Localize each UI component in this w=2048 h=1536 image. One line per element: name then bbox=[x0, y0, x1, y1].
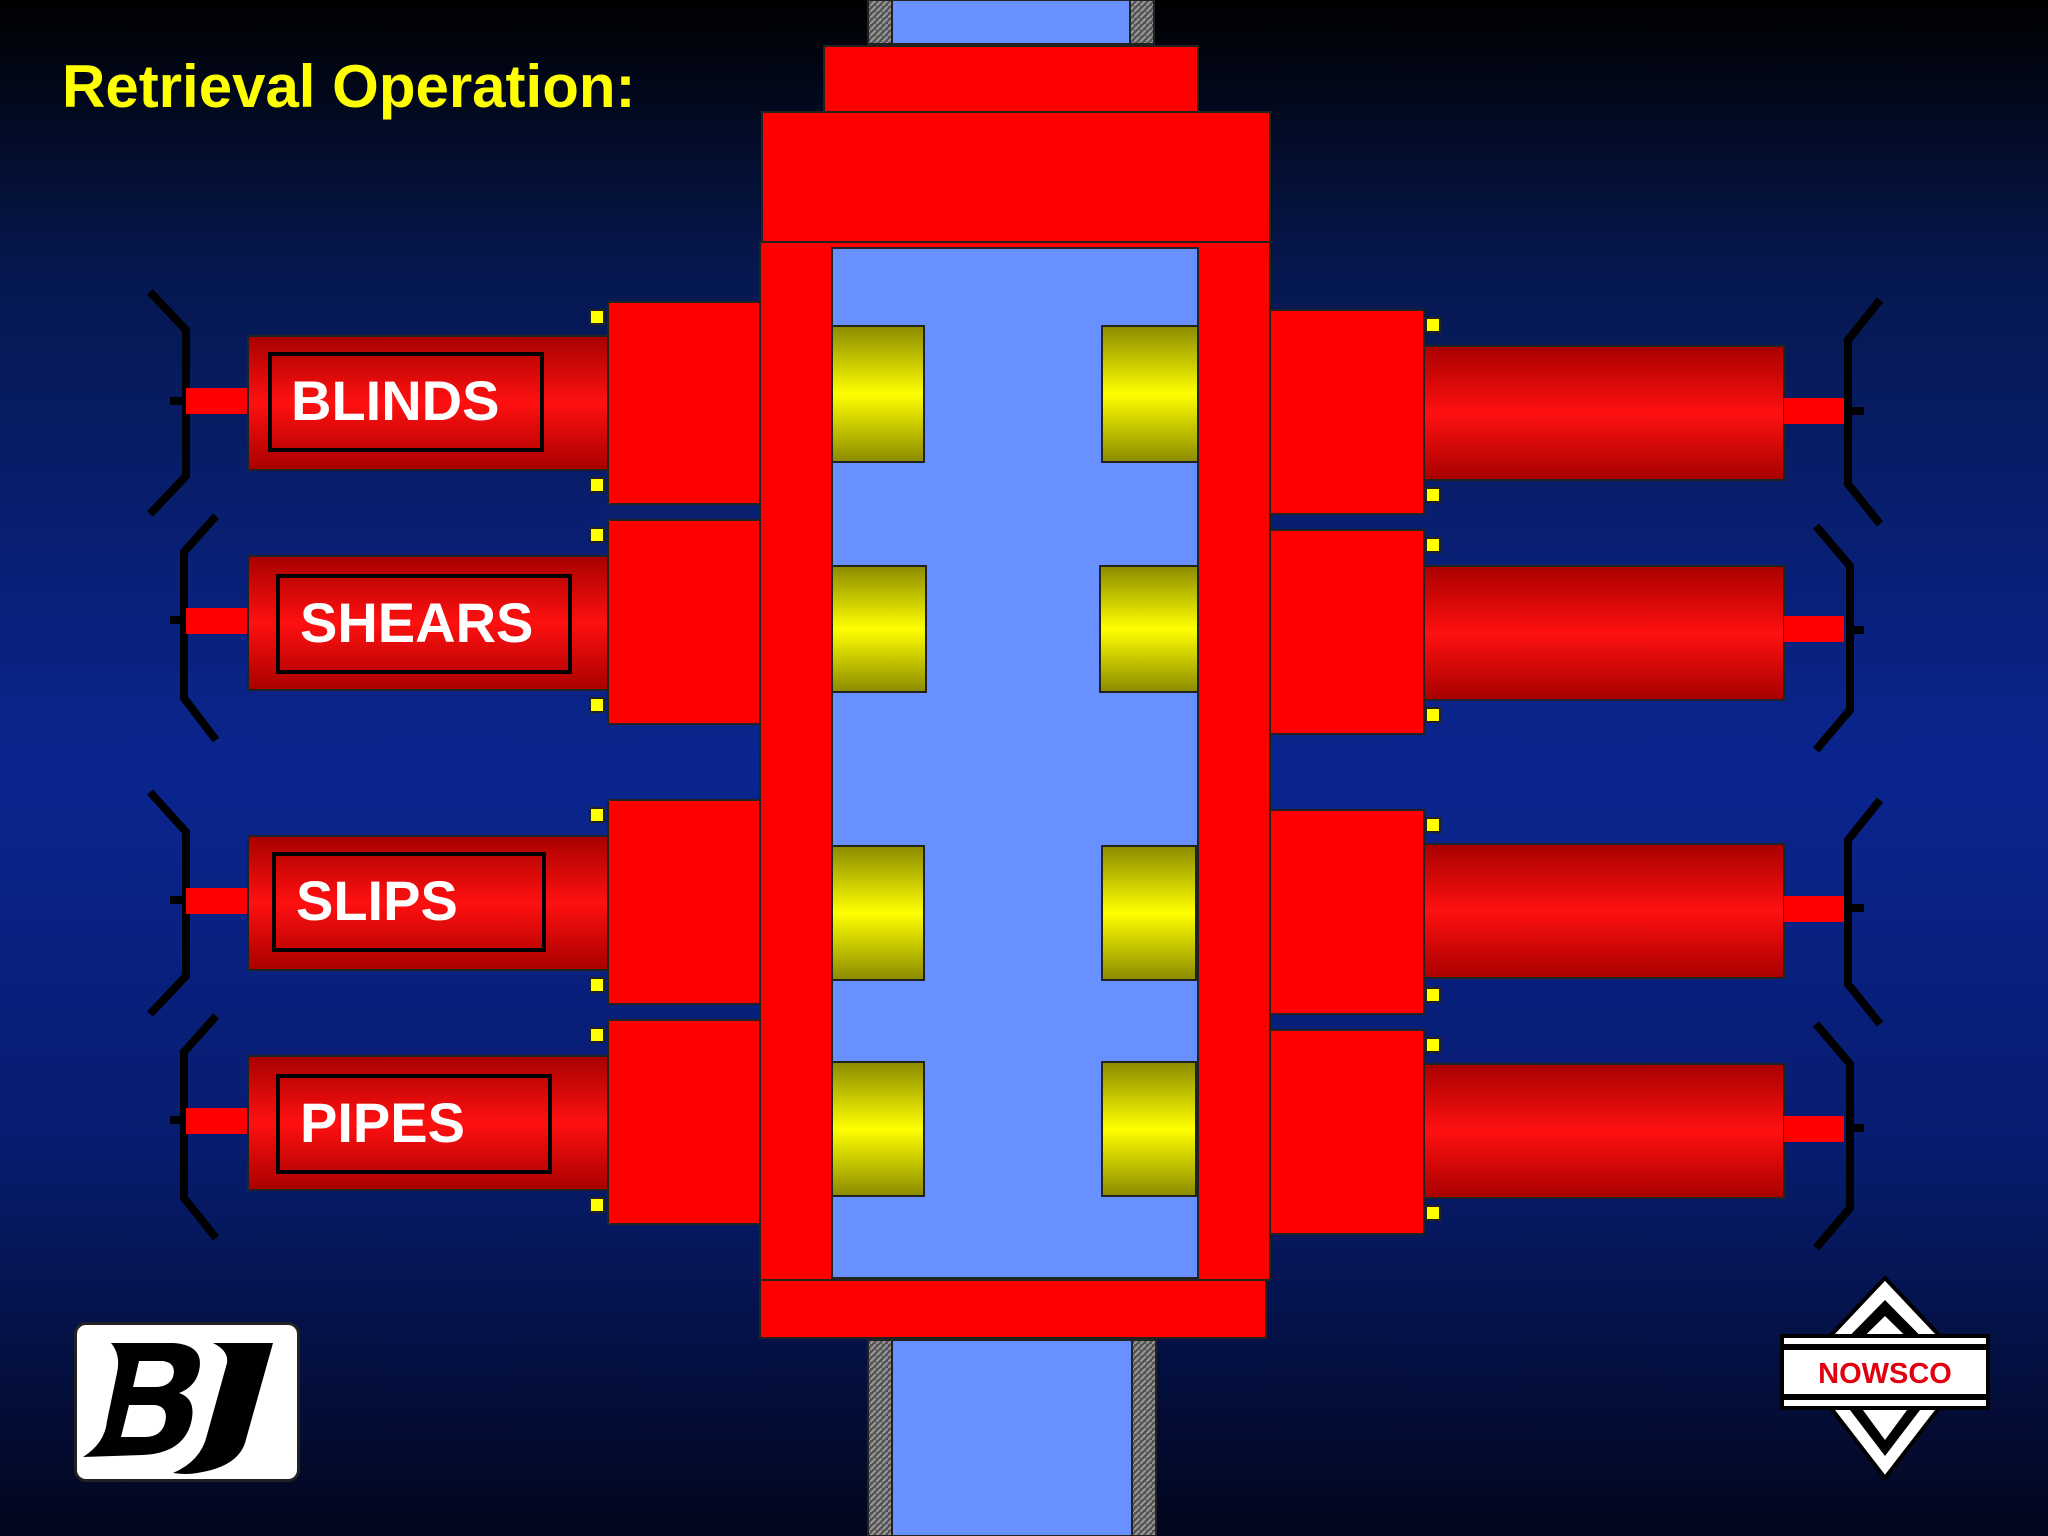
left-bracket bbox=[147, 289, 190, 517]
right-piston-rod bbox=[1784, 896, 1844, 922]
nowsco-logo: NOWSCO bbox=[1780, 1275, 1990, 1487]
indicator-light bbox=[589, 309, 605, 325]
right-ram-block bbox=[1101, 325, 1199, 463]
indicator-light bbox=[589, 477, 605, 493]
right-bracket bbox=[1844, 797, 1884, 1027]
ram-label-box bbox=[272, 852, 546, 952]
slide-title: Retrieval Operation: bbox=[62, 53, 636, 120]
ram-label-box bbox=[276, 574, 572, 674]
bottom-flange bbox=[759, 1279, 1267, 1339]
ram-shears: SHEARS bbox=[170, 513, 1864, 753]
right-bracket bbox=[1844, 297, 1884, 527]
right-ram-block bbox=[1101, 845, 1197, 981]
ram-slips: SLIPS bbox=[147, 789, 1884, 1027]
left-ram-block bbox=[831, 845, 925, 981]
indicator-light bbox=[1425, 1205, 1441, 1221]
indicator-light bbox=[589, 977, 605, 993]
indicator-light bbox=[1425, 707, 1441, 723]
right-piston-rod bbox=[1784, 398, 1844, 424]
right-bracket bbox=[1812, 1021, 1864, 1251]
right-piston-rod bbox=[1784, 1116, 1844, 1142]
top-cap bbox=[761, 111, 1271, 243]
right-ram-block bbox=[1099, 565, 1199, 693]
indicator-light bbox=[1425, 817, 1441, 833]
indicator-light bbox=[1425, 317, 1441, 333]
right-cylinder bbox=[1423, 565, 1785, 701]
nowsco-logo-text: NOWSCO bbox=[1818, 1358, 1952, 1390]
left-ram-block bbox=[831, 565, 927, 693]
right-cylinder bbox=[1423, 345, 1785, 481]
left-cylinder bbox=[247, 555, 609, 691]
indicator-light bbox=[589, 697, 605, 713]
bj-logo-mark bbox=[83, 1343, 273, 1474]
ram-label: PIPES bbox=[300, 1091, 465, 1154]
left-piston-rod bbox=[186, 888, 250, 914]
right-bonnet bbox=[1269, 1029, 1425, 1235]
left-bonnet bbox=[607, 799, 761, 1005]
nowsco-logo-mark: NOWSCO bbox=[1780, 1275, 1990, 1482]
right-piston-rod bbox=[1784, 616, 1844, 642]
indicator-light bbox=[589, 527, 605, 543]
right-bonnet bbox=[1269, 809, 1425, 1015]
indicator-light bbox=[1425, 487, 1441, 503]
left-bracket bbox=[170, 1013, 220, 1241]
indicator-light bbox=[589, 807, 605, 823]
right-bonnet bbox=[1269, 309, 1425, 515]
right-bonnet bbox=[1269, 529, 1425, 735]
left-cylinder bbox=[247, 335, 609, 471]
indicator-light bbox=[589, 1197, 605, 1213]
left-bonnet bbox=[607, 301, 761, 505]
left-bonnet bbox=[607, 1019, 761, 1225]
ram-label: SLIPS bbox=[296, 869, 458, 932]
ram-label: BLINDS bbox=[291, 369, 499, 432]
left-piston-rod bbox=[186, 608, 250, 634]
right-bracket bbox=[1812, 523, 1864, 753]
indicator-light bbox=[1425, 1037, 1441, 1053]
left-piston-rod bbox=[186, 1108, 250, 1134]
bottom-pipe bbox=[867, 1339, 1157, 1536]
bj-logo bbox=[74, 1322, 300, 1482]
left-bracket bbox=[170, 513, 220, 743]
right-cylinder bbox=[1423, 1063, 1785, 1199]
ram-blinds: BLINDS bbox=[147, 289, 1884, 527]
top-flange bbox=[823, 45, 1199, 113]
right-cylinder bbox=[1423, 843, 1785, 979]
ram-label-box bbox=[276, 1074, 552, 1174]
ram-label-box bbox=[268, 352, 544, 452]
left-cylinder bbox=[247, 835, 609, 971]
right-ram-block bbox=[1101, 1061, 1197, 1197]
ram-label: SHEARS bbox=[300, 591, 533, 654]
indicator-light bbox=[1425, 537, 1441, 553]
indicator-light bbox=[589, 1027, 605, 1043]
left-ram-block bbox=[831, 1061, 925, 1197]
left-bracket bbox=[147, 789, 190, 1017]
indicator-light bbox=[1425, 987, 1441, 1003]
left-bonnet bbox=[607, 519, 761, 725]
ram-pipes: PIPES bbox=[170, 1013, 1864, 1251]
left-piston-rod bbox=[186, 388, 250, 414]
left-ram-block bbox=[831, 325, 925, 463]
top-pipe bbox=[867, 0, 1155, 45]
